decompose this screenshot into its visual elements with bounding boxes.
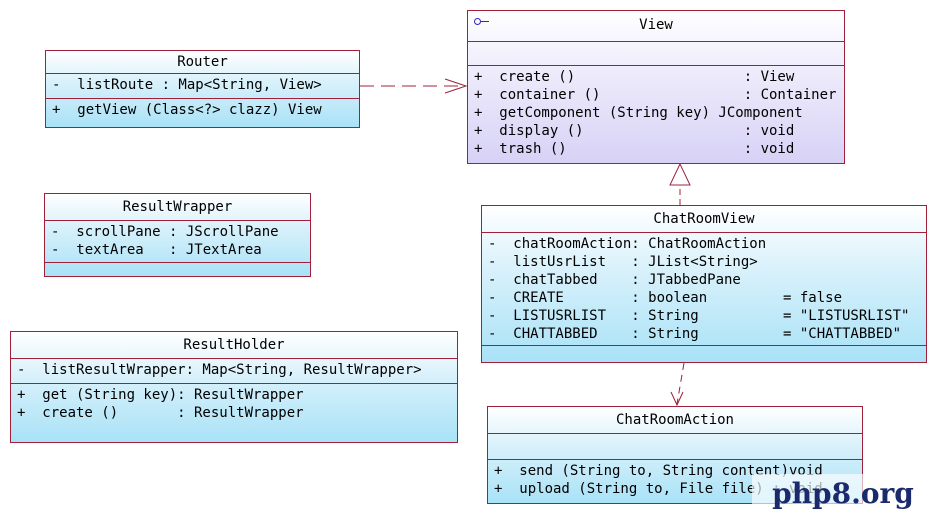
router-to-view-dependency — [360, 78, 468, 94]
class-name: ResultHolder — [11, 332, 457, 359]
attribute-row: - listUsrList : JList<String> — [488, 254, 758, 270]
watermark: php8.org — [752, 474, 934, 513]
class-chat-room-view[interactable]: ChatRoomView - chatRoomAction: ChatRoomA… — [481, 205, 927, 363]
attributes-section — [468, 42, 844, 66]
class-result-wrapper[interactable]: ResultWrapper - scrollPane : JScrollPane… — [44, 193, 311, 277]
operation-row: + getView (Class<?> clazz) View — [52, 102, 322, 118]
attribute-row: - listRoute : Map<String, View> — [52, 77, 322, 93]
operation-row: + container () : Container — [474, 87, 837, 103]
operation-row: + create () : View — [474, 69, 795, 85]
class-name: ChatRoomView — [482, 206, 926, 233]
chatroomview-to-chatroomaction-dependency — [670, 362, 685, 407]
attribute-row: - scrollPane : JScrollPane — [51, 224, 279, 240]
attribute-row: - CHATTABBED : String = "CHATTABBED" — [488, 326, 902, 342]
operations-section: + getView (Class<?> clazz) View — [46, 99, 359, 128]
operation-row: + send (String to, String content)void — [494, 463, 823, 479]
operations-section: + get (String key): ResultWrapper + crea… — [11, 384, 457, 443]
interface-view[interactable]: View + create () : View + container () :… — [467, 10, 845, 164]
class-name-text: View — [639, 17, 673, 33]
interface-icon — [474, 18, 489, 25]
operation-row: + display () : void — [474, 123, 795, 139]
chatroomview-realizes-view — [669, 162, 691, 205]
attributes-section: - scrollPane : JScrollPane - textArea : … — [45, 221, 310, 263]
attributes-section: - listRoute : Map<String, View> — [46, 74, 359, 99]
class-name: ResultWrapper — [45, 194, 310, 221]
operation-row: + getComponent (String key) JComponent — [474, 105, 803, 121]
attribute-row: - CREATE : boolean = false — [488, 290, 843, 306]
operation-row: + get (String key): ResultWrapper — [17, 387, 304, 403]
class-router[interactable]: Router - listRoute : Map<String, View> +… — [45, 50, 360, 128]
attributes-section — [488, 434, 862, 460]
attributes-section: - listResultWrapper: Map<String, ResultW… — [11, 359, 457, 384]
operations-section — [482, 346, 926, 363]
attributes-section: - chatRoomAction: ChatRoomAction - listU… — [482, 233, 926, 346]
class-name: View — [468, 11, 844, 42]
attribute-row: - chatTabbed : JTabbedPane — [488, 272, 741, 288]
operations-section: + create () : View + container () : Cont… — [468, 66, 844, 164]
attribute-row: - listResultWrapper: Map<String, ResultW… — [17, 362, 422, 378]
operations-section — [45, 263, 310, 277]
attribute-row: - LISTUSRLIST : String = "LISTUSRLIST" — [488, 308, 910, 324]
operation-row: + trash () : void — [474, 141, 795, 157]
attribute-row: - textArea : JTextArea — [51, 242, 262, 258]
class-name: ChatRoomAction — [488, 407, 862, 434]
class-result-holder[interactable]: ResultHolder - listResultWrapper: Map<St… — [10, 331, 458, 443]
watermark-text: php8.org — [772, 477, 914, 510]
attribute-row: - chatRoomAction: ChatRoomAction — [488, 236, 767, 252]
operation-row: + create () : ResultWrapper — [17, 405, 304, 421]
class-name: Router — [46, 51, 359, 74]
